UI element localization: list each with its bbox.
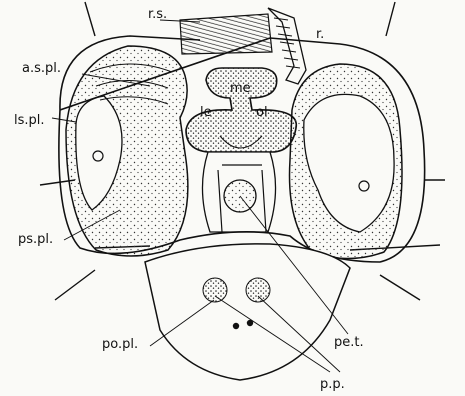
- label-as-pl: a.s.pl.: [22, 61, 61, 76]
- label-pe-t: pe.t.: [334, 335, 364, 350]
- right-body: [290, 64, 403, 259]
- rostrum-block: [180, 14, 272, 54]
- label-ol: ol: [256, 105, 268, 120]
- label-le: le: [200, 105, 212, 120]
- label-p-p: p.p.: [320, 377, 345, 391]
- label-po-pl: po.pl.: [102, 337, 138, 352]
- label-rs: r.s.: [148, 7, 167, 22]
- central-lower-plate: [202, 152, 275, 232]
- label-ls-pl: ls.pl.: [14, 113, 45, 128]
- left-body: [66, 46, 188, 256]
- posterior-plate: [145, 244, 350, 380]
- label-me: me: [230, 81, 251, 96]
- label-r: r.: [316, 27, 324, 42]
- label-ps-pl: ps.pl.: [18, 232, 53, 247]
